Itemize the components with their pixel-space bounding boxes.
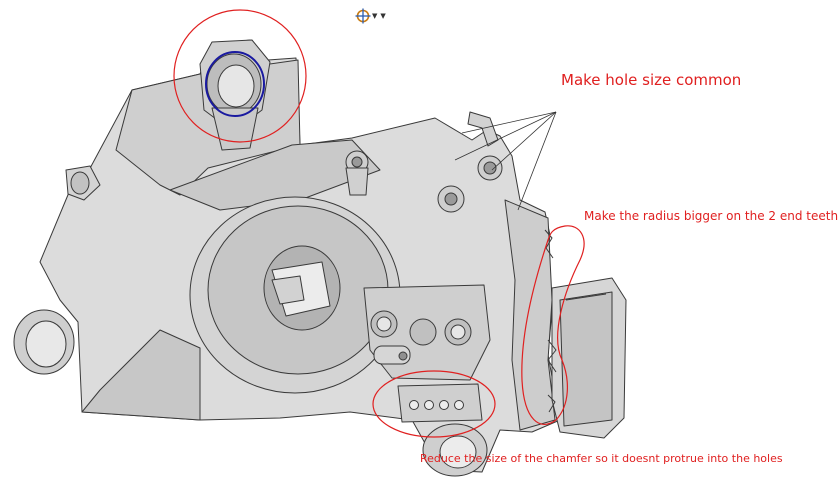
caret-down-icon: ▼ bbox=[372, 12, 378, 20]
highlight-ring bbox=[205, 51, 265, 117]
annotation-markup bbox=[173, 9, 585, 438]
view-orientation-button[interactable]: ▼ bbox=[355, 8, 377, 24]
toolbar-dropdown-button[interactable]: ▼ bbox=[379, 12, 385, 20]
view-orientation-toolbar: ▼ ▼ bbox=[355, 6, 403, 26]
crankcase-part bbox=[13, 39, 627, 477]
chamfer-ellipse bbox=[372, 370, 496, 438]
teeth-outline bbox=[521, 225, 585, 425]
hole-size-circle bbox=[173, 9, 307, 143]
target-crosshair-icon bbox=[355, 8, 371, 24]
caret-down-icon: ▼ bbox=[380, 12, 386, 20]
hole-size-note: Make hole size common bbox=[561, 71, 742, 89]
radius-note: Make the radius bigger on the 2 end teet… bbox=[584, 209, 838, 223]
chamfer-note: Reduce the size of the chamfer so it doe… bbox=[420, 452, 783, 465]
